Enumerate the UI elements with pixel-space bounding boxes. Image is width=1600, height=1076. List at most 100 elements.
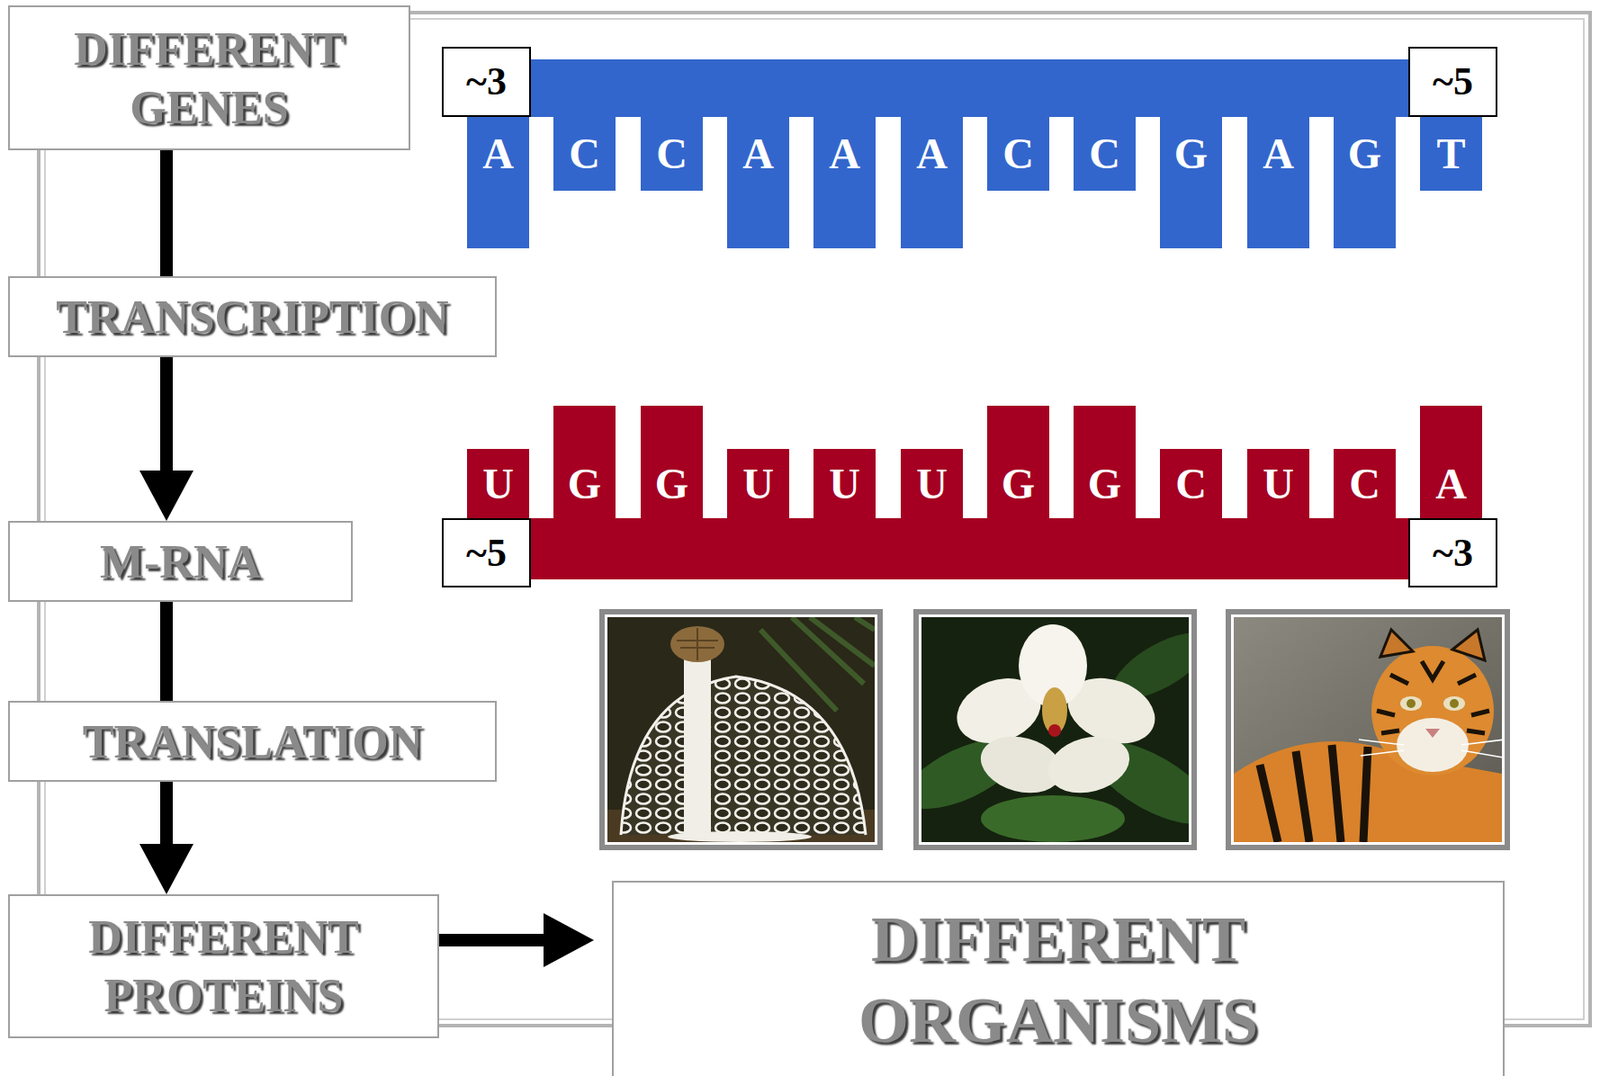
base-letter: G [640,449,703,519]
dna-base: A [900,116,963,249]
dna-base: G [1333,116,1396,249]
base-letter: U [1247,449,1310,519]
rna-base: U [813,449,876,519]
base-letter: C [1073,116,1136,191]
base-letter: A [1247,116,1310,191]
fungus-photo-part [607,617,875,843]
process-box: TRANSCRIPTION [8,276,497,358]
step-label: TRANSCRIPTION [55,287,449,347]
arrow-shaft [160,150,173,277]
dna-base: C [553,116,616,191]
dna-base: C [1073,116,1136,191]
dna-base: G [1159,116,1223,249]
fungus-photo [602,611,881,848]
base-letter: C [1159,449,1223,519]
rna-base: U [467,449,530,519]
strand-end-box: ~5 [1408,46,1498,117]
base-letter: U [727,449,790,519]
process-box: DIFFERENT PROTEINS [8,894,440,1039]
rna-base: A [1420,405,1483,519]
process-box: M-RNA [8,521,353,603]
rna-base: C [1333,449,1396,519]
dna-base: A [727,116,790,249]
tiger-photo-part-part [1449,699,1459,709]
flow-arrow [139,782,194,895]
arrow-shaft [160,602,173,702]
tiger-photo-part-part [1400,696,1422,711]
rna-backbone [530,518,1409,580]
dna-base: A [1247,116,1310,249]
base-letter: U [900,449,963,519]
fungus-photo-part-part [676,628,719,661]
strand-end-box: ~3 [441,46,531,117]
magnolia-photo-part-part [1042,728,1136,802]
base-letter: G [1073,449,1136,519]
rna-base: G [553,405,616,519]
magnolia-photo-part [921,617,1189,843]
tiger-photo-part-part [1233,617,1502,843]
dna-base: A [813,116,876,249]
dna-base: A [467,116,530,249]
fungus-photo-part-part [670,626,725,663]
dna-base: C [640,116,703,191]
arrow-shaft [160,782,173,848]
result-label: DIFFERENT ORGANISMS [806,898,1311,1061]
dna-base: C [987,116,1050,191]
tiger-photo-part-part [1371,646,1494,776]
tiger-photo-part-part [1443,696,1466,711]
base-letter: C [987,116,1050,191]
tiger-photo-part [1228,611,1508,848]
base-letter: A [813,116,876,191]
base-letter: A [467,116,530,191]
fungus-photo-part-part [620,676,866,836]
strand-end-label: ~3 [466,62,507,102]
base-letter: U [813,449,876,519]
flow-arrow [139,357,194,522]
strand-end-box: ~3 [1408,518,1498,588]
base-letter: A [900,116,963,191]
rna-base: U [1247,449,1310,519]
magnolia-photo [895,611,1224,848]
tiger-photo [1228,611,1508,848]
strand-end-box: ~5 [441,518,531,588]
base-letter: G [987,449,1050,519]
tiger-photo-part-part [1259,745,1368,843]
step-label: TRANSLATION [82,712,423,772]
base-letter: C [1333,449,1396,519]
inner-frame-line [44,18,1584,1020]
step-label: DIFFERENT PROTEINS [26,907,423,1025]
base-letter: A [1420,449,1483,519]
fungus-photo-part-part [620,676,866,836]
tiger-photo-part-part [1376,661,1490,734]
fungus-photo-part-part [607,617,875,843]
base-letter: A [727,116,790,191]
flow-arrow [166,602,168,702]
rna-base: G [1073,405,1136,519]
outer-frame-line [38,12,1591,1026]
step-label: DIFFERENT GENES [29,19,390,137]
fungus-photo-part-part [667,831,812,843]
step-label: M-RNA [99,532,261,592]
base-letter: G [1333,116,1396,191]
base-letter: G [553,449,616,519]
base-letter: T [1420,116,1483,191]
arrow-head [543,913,594,968]
flow-arrow [166,150,168,277]
tiger-photo-part-part [1425,728,1440,738]
process-box: DIFFERENT GENES [8,5,411,151]
result-box: DIFFERENT ORGANISMS [611,880,1505,1076]
tiger-photo-part-part [1380,629,1485,661]
base-letter: C [640,116,703,191]
strand-end-label: ~5 [466,533,507,574]
tiger-photo-part-part [1396,718,1469,773]
rna-base: C [1159,449,1223,519]
base-letter: G [1159,116,1223,191]
rna-base: G [987,405,1050,519]
rna-base: G [640,405,703,519]
process-box: TRANSLATION [8,701,497,783]
arrow-shaft [439,934,548,947]
arrow-head [139,470,194,522]
rna-base: U [900,449,963,519]
flow-arrow [439,913,594,968]
